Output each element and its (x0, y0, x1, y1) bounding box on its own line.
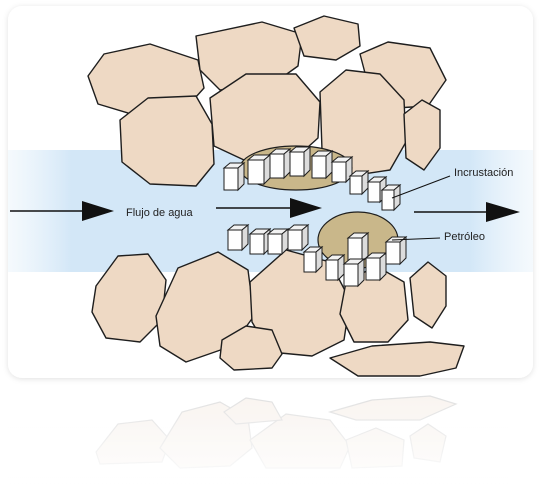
cube-icon (348, 233, 368, 262)
cube-icon (290, 147, 310, 176)
cube-icon (312, 151, 332, 178)
cube-icon (224, 163, 244, 190)
diagram-reflection (8, 380, 533, 489)
cube-icon (270, 149, 290, 178)
cube-icon (304, 247, 322, 272)
cube-icon (326, 255, 344, 280)
scale-label: Incrustación (454, 167, 513, 179)
cube-icon (228, 225, 248, 250)
cube-icon (250, 229, 270, 254)
cube-icon (268, 229, 288, 254)
water-flow-label: Flujo de agua (126, 207, 194, 219)
cube-icon (386, 237, 406, 264)
cube-icon (366, 253, 386, 280)
cube-icon (248, 155, 270, 184)
oil-label: Petróleo (444, 231, 485, 243)
cube-icon (332, 157, 352, 182)
cube-icon (288, 225, 308, 250)
cube-icon (350, 171, 368, 194)
cube-icon (382, 185, 400, 210)
cube-icon (344, 259, 364, 286)
